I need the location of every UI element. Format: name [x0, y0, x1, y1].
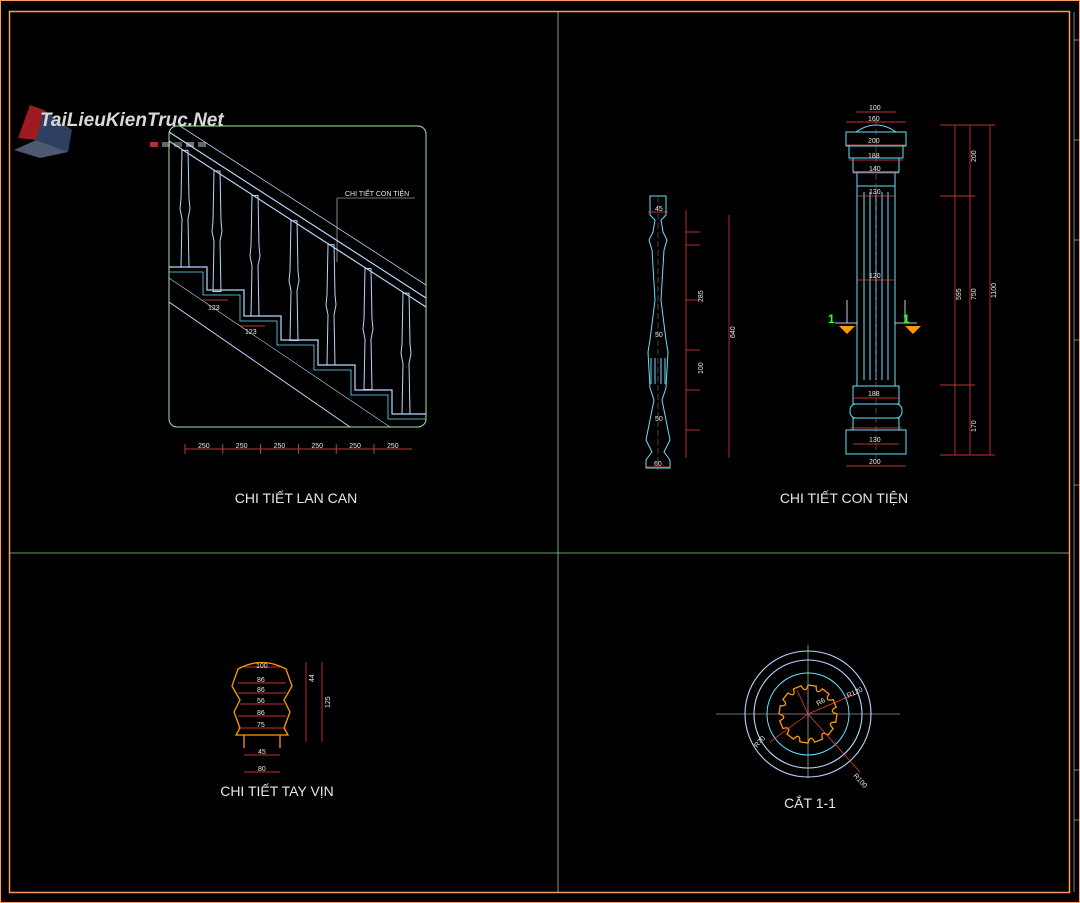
stair-dim-label: 250: [311, 443, 323, 450]
baluster: [211, 170, 223, 292]
handrail-45: 45: [258, 749, 266, 756]
column-200-dim: 200: [868, 138, 880, 145]
title-tay-vin: CHI TIẾT TAY VỊN: [220, 783, 334, 799]
handrail-86: 86: [257, 677, 265, 684]
column-cap-dim: 160: [868, 116, 880, 123]
stair-dim-label: 250: [387, 443, 399, 450]
column-200h-dim: 200: [971, 150, 978, 162]
title-con-tien: CHI TIẾT CON TIỆN: [780, 490, 908, 506]
baluster: [288, 220, 300, 341]
handrail-h125: 125: [325, 696, 332, 708]
title-cat: CẮT 1-1: [784, 794, 836, 811]
column-750-dim: 750: [971, 288, 978, 300]
stair-dim-label: 250: [198, 443, 210, 450]
handrail-44: 44: [309, 674, 316, 682]
title-block-strip: [1073, 12, 1080, 892]
baluster-detail: [645, 195, 671, 470]
baluster-dims: [646, 210, 730, 468]
stair-bottom-dims: 250 250 250 250 250 250: [184, 443, 399, 454]
section-r100: R100: [852, 773, 868, 790]
inner-frame: [8, 10, 1071, 894]
balusters: [179, 149, 412, 415]
handrail-dims: [238, 662, 323, 773]
baluster: [249, 195, 261, 317]
handrail-w100: 100: [256, 663, 268, 670]
tread-dim-2: 123: [245, 329, 257, 336]
baluster-height-dim: 640: [730, 326, 737, 338]
quadrant-grid: [10, 12, 1069, 892]
handrail-86-3: 86: [257, 710, 265, 717]
baluster: [362, 268, 374, 390]
baluster-mid-dim: 50: [655, 332, 663, 339]
baluster-bot-dim: 60: [654, 461, 662, 468]
column-595-dim: 595: [956, 288, 963, 300]
section-mark-left: 1: [828, 312, 835, 326]
column-188-dim: 188: [868, 153, 880, 160]
section-r120: R120: [846, 686, 864, 699]
baluster: [325, 244, 337, 366]
baluster-mid-dim-2: 50: [655, 416, 663, 423]
column-140-dim: 140: [869, 166, 881, 173]
baluster: [400, 292, 412, 415]
column-130-dim-2: 130: [869, 437, 881, 444]
stair-dim-label: 250: [349, 443, 361, 450]
handrail-86-2: 86: [257, 687, 265, 694]
column-detail: [845, 120, 907, 460]
handrail-56: 56: [257, 698, 265, 705]
handrail-80: 80: [258, 766, 266, 773]
column-170-dim: 170: [971, 420, 978, 432]
section-1-1: [716, 645, 900, 778]
watermark-text: TaiLieuKienTruc.Net: [40, 110, 224, 131]
tread-dim-1: 123: [208, 305, 220, 312]
stair-dim-label: 250: [274, 443, 286, 450]
fluted-profile: [778, 684, 838, 744]
title-lan-can: CHI TIẾT LAN CAN: [235, 490, 357, 506]
stair-dim-label: 250: [236, 443, 248, 450]
fluted-ring: [778, 684, 838, 744]
section-r6: R6: [816, 697, 827, 708]
watermark-logo: TaiLieuKienTruc.Net: [14, 105, 224, 158]
baluster-top-dim: 45: [655, 206, 663, 213]
handrail-75: 75: [257, 722, 265, 729]
baluster-100-dim: 100: [698, 362, 705, 374]
callout-label: CHI TIẾT CON TIỆN: [345, 188, 409, 198]
column-top-dim: 100: [869, 105, 881, 112]
column-188-dim-2: 188: [868, 391, 880, 398]
section-mark-right: 1: [903, 312, 910, 326]
baluster-285-dim: 285: [698, 290, 705, 302]
column-130-dim: 130: [869, 189, 881, 196]
column-base-dim: 200: [869, 459, 881, 466]
handrail-section: [231, 661, 293, 748]
column-height-dim: 1100: [991, 283, 998, 298]
column-dims: [846, 111, 995, 467]
baluster: [179, 149, 191, 268]
section-markers: [835, 300, 921, 334]
column-120-dim: 120: [869, 273, 881, 280]
